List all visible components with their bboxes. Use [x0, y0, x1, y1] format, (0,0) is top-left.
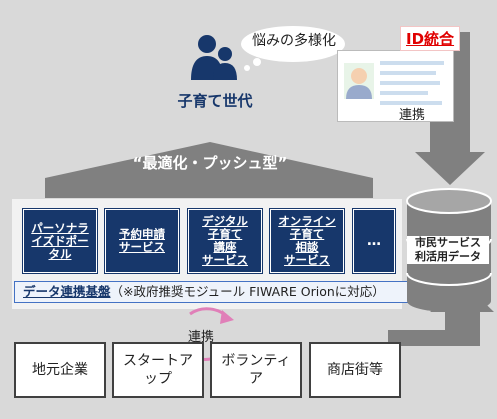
stakeholder-startup: スタートア ップ [112, 342, 204, 398]
parent-generation-label: 子育て世代 [177, 92, 253, 110]
id-card [337, 50, 454, 122]
cloud-icon [241, 26, 345, 71]
data-platform-note: （※政府推奨モジュール FIWARE Orionに対応） [110, 284, 385, 299]
service-card-portal[interactable]: パーソナラ イズドポー タル [23, 209, 97, 273]
database-label: 市民サービス 利活用データ [407, 236, 489, 264]
id-integration-label: ID統合 [400, 26, 461, 51]
renkei-right-label: 連携 [399, 108, 426, 123]
id-photo-icon [344, 63, 374, 99]
optimize-label: “最適化・プッシュ型” [132, 154, 288, 172]
service-card-digital-course[interactable]: デジタル 子育て 講座 サービス [188, 209, 262, 273]
worry-label: 悩みの多様化 [252, 33, 336, 49]
parent-child-icon [191, 35, 237, 80]
service-card-reservation[interactable]: 予約申請 サービス [105, 209, 179, 273]
stakeholder-volunteer: ボランティ ア [210, 342, 302, 398]
stakeholder-local-company: 地元企業 [14, 342, 106, 398]
data-platform-label: データ連携基盤 [23, 284, 111, 299]
service-card-more[interactable]: … [353, 209, 395, 273]
stakeholder-shopping-street: 商店街等 [309, 342, 401, 398]
renkei-bottom-label: 連携 [188, 330, 215, 345]
service-card-online-consult[interactable]: オンライン 子育て 相談 サービス [270, 209, 344, 273]
data-platform-bar: データ連携基盤（※政府推奨モジュール FIWARE Orionに対応） [14, 281, 409, 303]
